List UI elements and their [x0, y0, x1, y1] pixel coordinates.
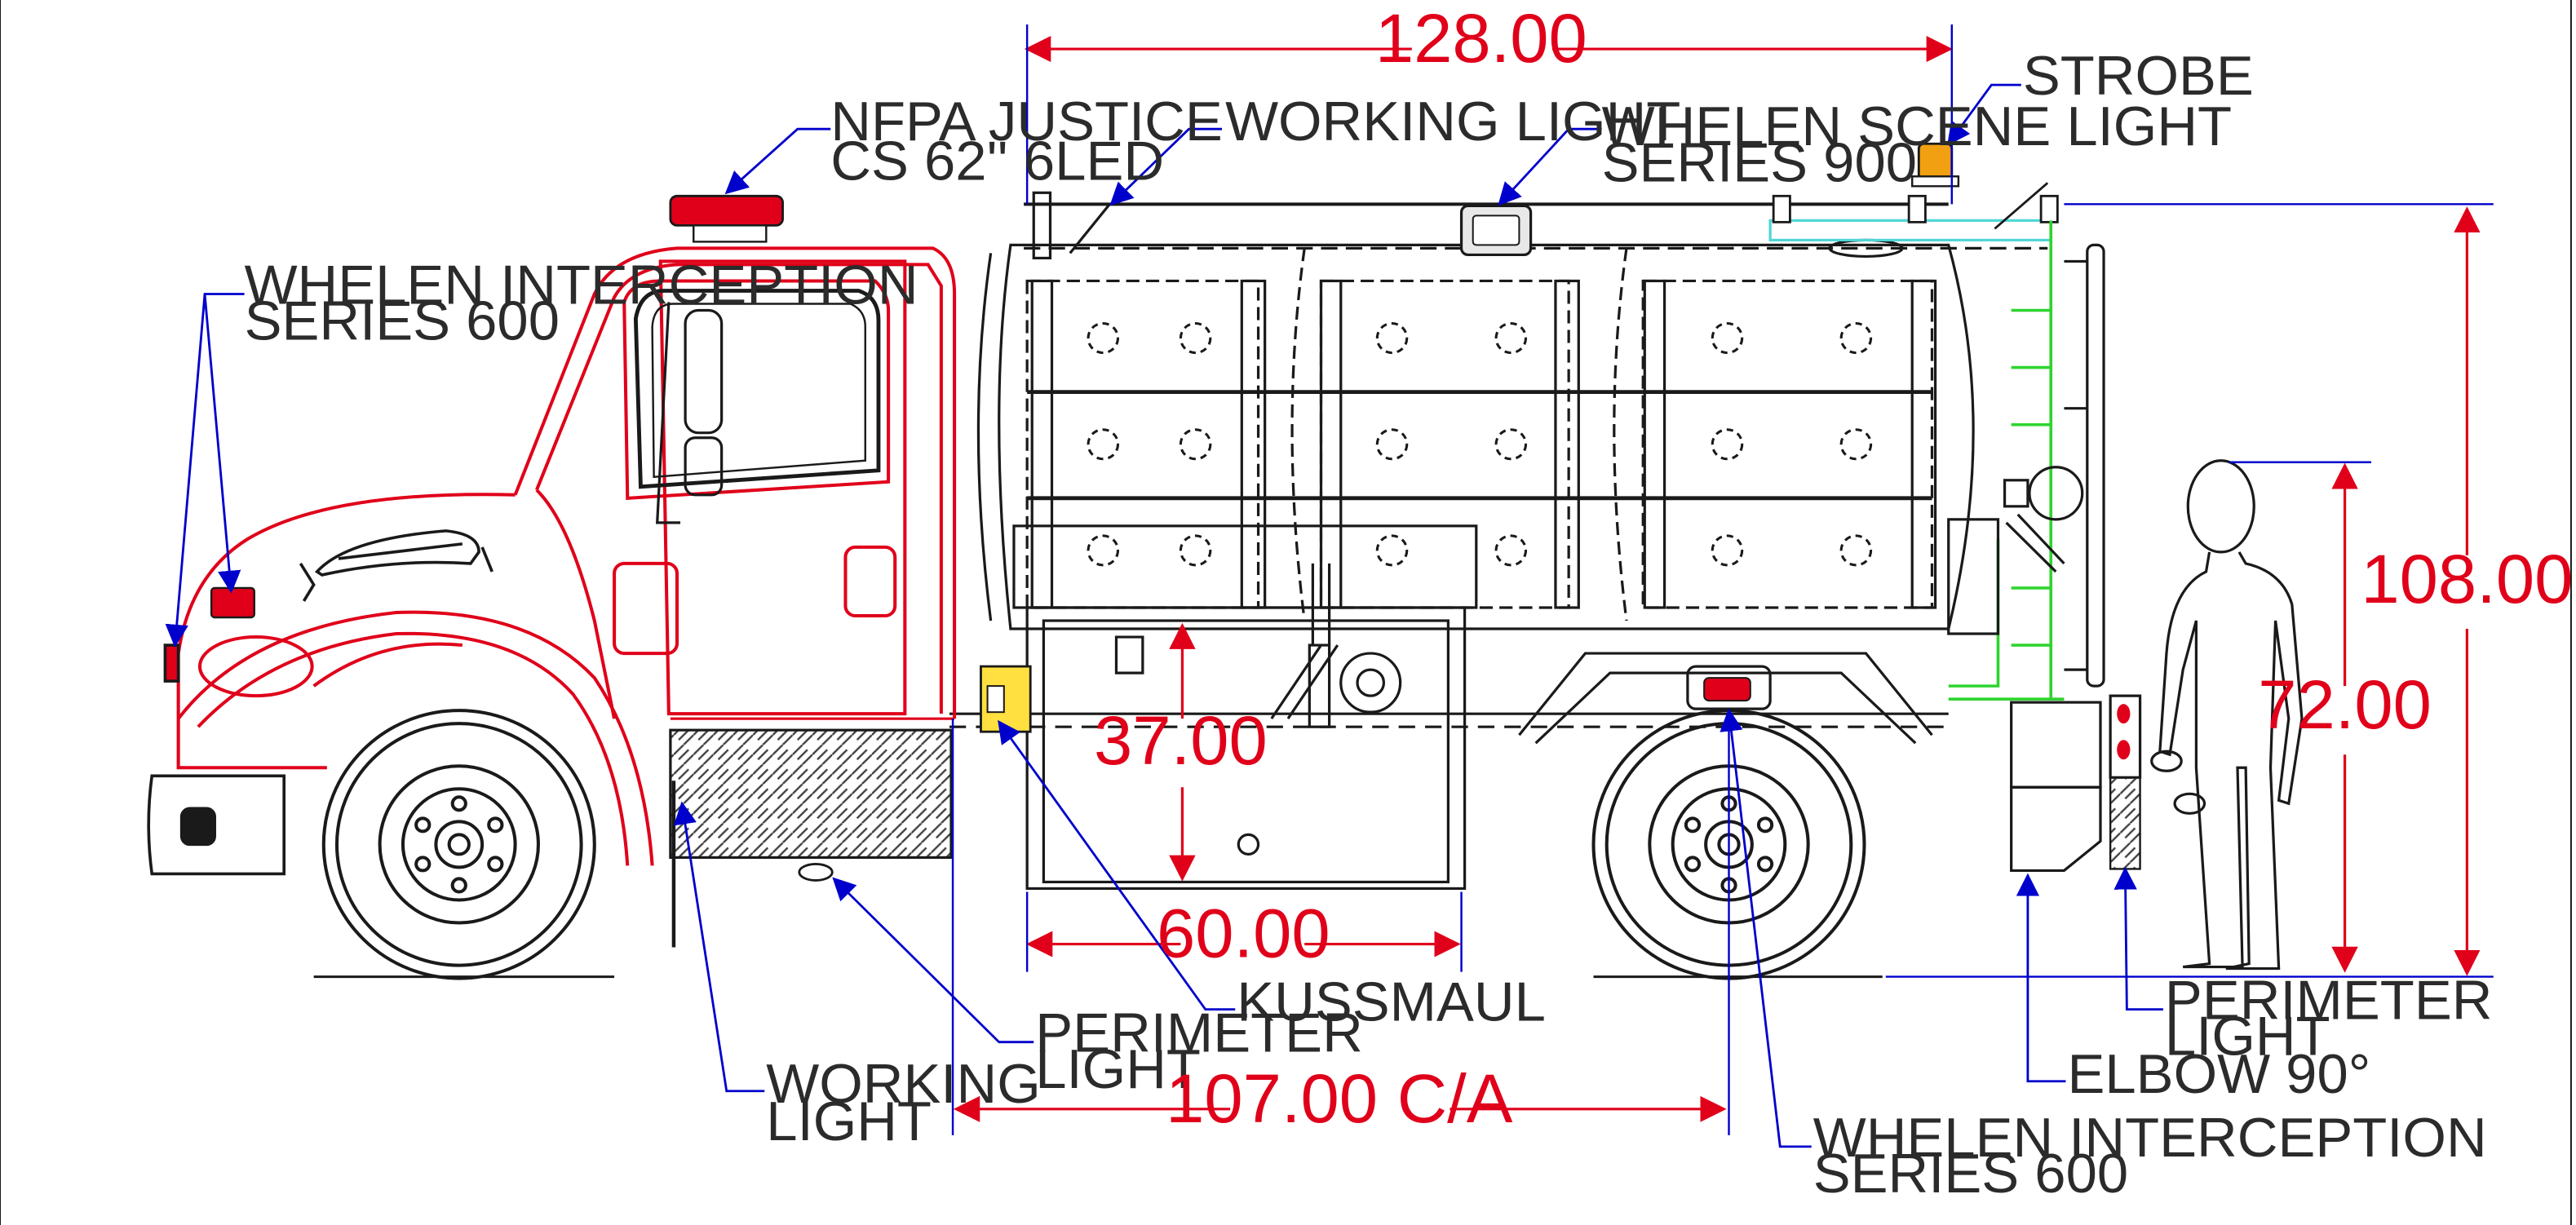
dimension-cab-to-axle: 107.00 C/A — [1166, 1059, 1513, 1136]
callout-working-light-bottom-line2: LIGHT — [766, 1090, 932, 1152]
rear-bumper — [2010, 694, 2142, 873]
dimension-lines — [953, 36, 2481, 1122]
tank-holes — [1087, 322, 1873, 567]
rear-ladder — [1948, 220, 2065, 701]
rear-marker-light — [1703, 677, 1751, 702]
light-bar — [669, 194, 784, 243]
callout-whelen-interception-front-line1: WHELEN INTERCEPTION — [245, 254, 918, 316]
front-warning-light — [210, 586, 255, 619]
callout-whelen-interception-rear-line2: SERIES 600 — [1813, 1142, 2128, 1205]
dimension-compartment-width: 60.00 — [1157, 895, 1330, 971]
kussmaul-inlet — [980, 665, 1032, 733]
callout-whelen-interception-rear-line1: WHELEN INTERCEPTION — [1813, 1106, 2487, 1169]
callout-elbow: ELBOW 90° — [2067, 1042, 2370, 1105]
callout-perimeter-light-mid-line2: LIGHT — [1035, 1037, 1201, 1100]
callout-working-light-bottom-line1: WORKING — [766, 1052, 1040, 1115]
dimension-body-length: 128.00 — [1375, 0, 1587, 77]
callout-perimeter-light-rear-line1: PERIMETER — [2165, 969, 2493, 1032]
dimension-compartment-height: 37.00 — [1094, 702, 1268, 779]
cab — [176, 246, 957, 866]
water-tank — [976, 202, 2048, 630]
compartment-valve — [1270, 563, 1402, 728]
side-mirror — [655, 302, 724, 524]
callout-nfpa-justice-line2: CS 62'' 6LED — [830, 130, 1164, 192]
cab-step — [669, 717, 955, 948]
callout-leaders — [165, 83, 2163, 1148]
callout-kussmaul: KUSSMAUL — [1237, 971, 1546, 1033]
strobe-light — [1910, 142, 1960, 188]
cab-window — [633, 289, 881, 489]
person-figure — [2150, 459, 2304, 971]
callout-whelen-scene-line2: SERIES 900 — [1602, 131, 1917, 194]
front-wheel — [321, 709, 596, 980]
extension-lines — [951, 24, 2494, 1135]
callout-nfpa-justice-line1: NFPA JUSTICE — [830, 91, 1223, 153]
callout-whelen-interception-front-line2: SERIES 600 — [245, 290, 560, 352]
rear-rail — [1768, 219, 2052, 241]
rear-valve — [1947, 466, 2084, 635]
callout-perimeter-light-mid-line1: PERIMETER — [1035, 1002, 1363, 1064]
side-compartment — [1012, 524, 1478, 891]
rear-perimeter-lights — [2109, 704, 2141, 870]
callout-perimeter-light-rear-line2: LIGHT — [2165, 1005, 2330, 1068]
callout-whelen-scene-line1: WHELEN SCENE LIGHT — [1602, 95, 2232, 158]
scene-light — [1459, 204, 1533, 257]
front-bumper — [147, 643, 286, 876]
hood-vent — [299, 529, 494, 602]
working-light-top — [1032, 191, 1111, 260]
callout-working-light-top: WORKING LIGHT — [1225, 91, 1680, 153]
rear-handrail — [2064, 243, 2105, 688]
dimension-overall-height: 108.00 — [2361, 540, 2573, 617]
rail-posts — [1772, 182, 2059, 230]
callout-strobe: STROBE — [2023, 44, 2254, 107]
dimension-person-height: 72.00 — [2258, 666, 2432, 743]
